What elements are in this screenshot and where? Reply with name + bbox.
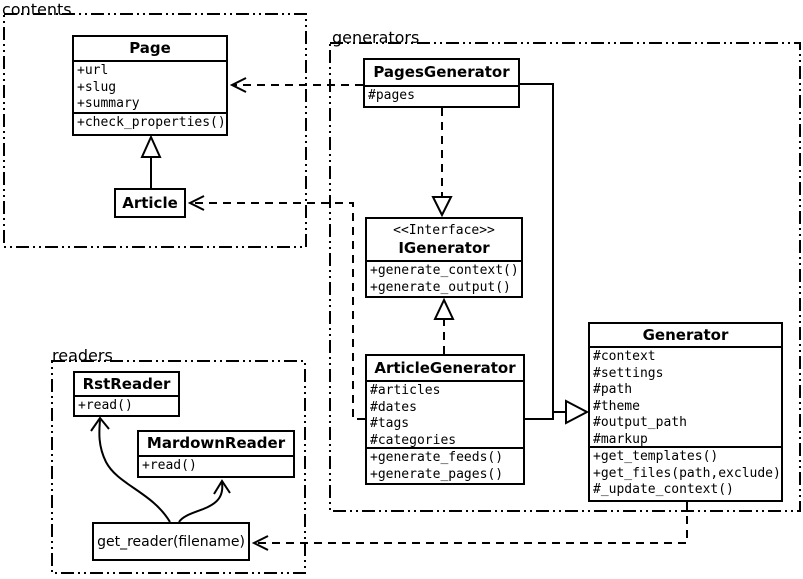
inheritance-article-to-page [140,134,162,188]
class-rstreader-methods: +read() [78,398,133,413]
class-articlegenerator-methods: +generate_feeds() +generate_pages() [370,450,504,482]
class-rstreader: RstReader +read() [73,371,180,417]
class-article: Article [114,188,186,218]
function-get-reader: get_reader(filename) [92,522,250,561]
package-contents-label: contents [2,0,72,19]
class-pagesgenerator-attributes: #pages [368,88,415,103]
call-getreader-to-rstreader [90,416,171,523]
function-get-reader-label: get_reader(filename) [97,533,245,550]
class-igenerator-title: <<Interface>> IGenerator [367,219,521,262]
class-mardownreader-methods: +read() [142,458,197,473]
realization-articlegenerator-to-igenerator [433,297,455,354]
package-contents-border [3,13,307,248]
class-page: Page +url +slug +summary +check_properti… [72,35,228,136]
package-readers-label: readers [52,346,113,365]
class-mardownreader: MardownReader +read() [137,430,295,478]
package-generators-label: generators [332,28,420,47]
class-article-title: Article [122,193,178,212]
class-generator-title: Generator [590,324,781,348]
class-page-methods: +check_properties() [77,115,226,130]
class-articlegenerator-title: ArticleGenerator [367,356,523,382]
class-pagesgenerator: PagesGenerator #pages [363,58,520,108]
class-articlegenerator-attributes: #articles #dates #tags #categories [367,382,523,449]
class-igenerator: <<Interface>> IGenerator +generate_conte… [365,217,523,298]
dependency-generator-to-getreader [251,502,688,551]
realization-pagesgenerator-to-igenerator [431,108,453,218]
class-page-title: Page [74,37,226,62]
class-generator-attributes: #context #settings #path #theme #output_… [590,348,781,448]
class-generator: Generator #context #settings #path #them… [588,322,783,502]
class-page-attributes: +url +slug +summary [74,62,226,114]
class-pagesgenerator-title: PagesGenerator [365,60,518,87]
inheritance-generators-to-generator [520,83,590,425]
class-generator-methods: +get_templates() +get_files(path,exclude… [593,449,781,497]
package-readers-border [51,360,306,574]
class-articlegenerator: ArticleGenerator #articles #dates #tags … [365,354,525,485]
dependency-pagesgenerator-to-page [229,77,363,93]
call-getreader-to-mardownreader [178,479,231,523]
dependency-articlegenerator-to-article [187,195,365,420]
package-generators-border [329,42,801,512]
class-igenerator-methods: +generate_context() +generate_output() [370,263,519,295]
class-rstreader-title: RstReader [75,373,178,397]
class-mardownreader-title: MardownReader [139,432,293,457]
class-igenerator-stereotype: <<Interface>> [393,222,495,238]
